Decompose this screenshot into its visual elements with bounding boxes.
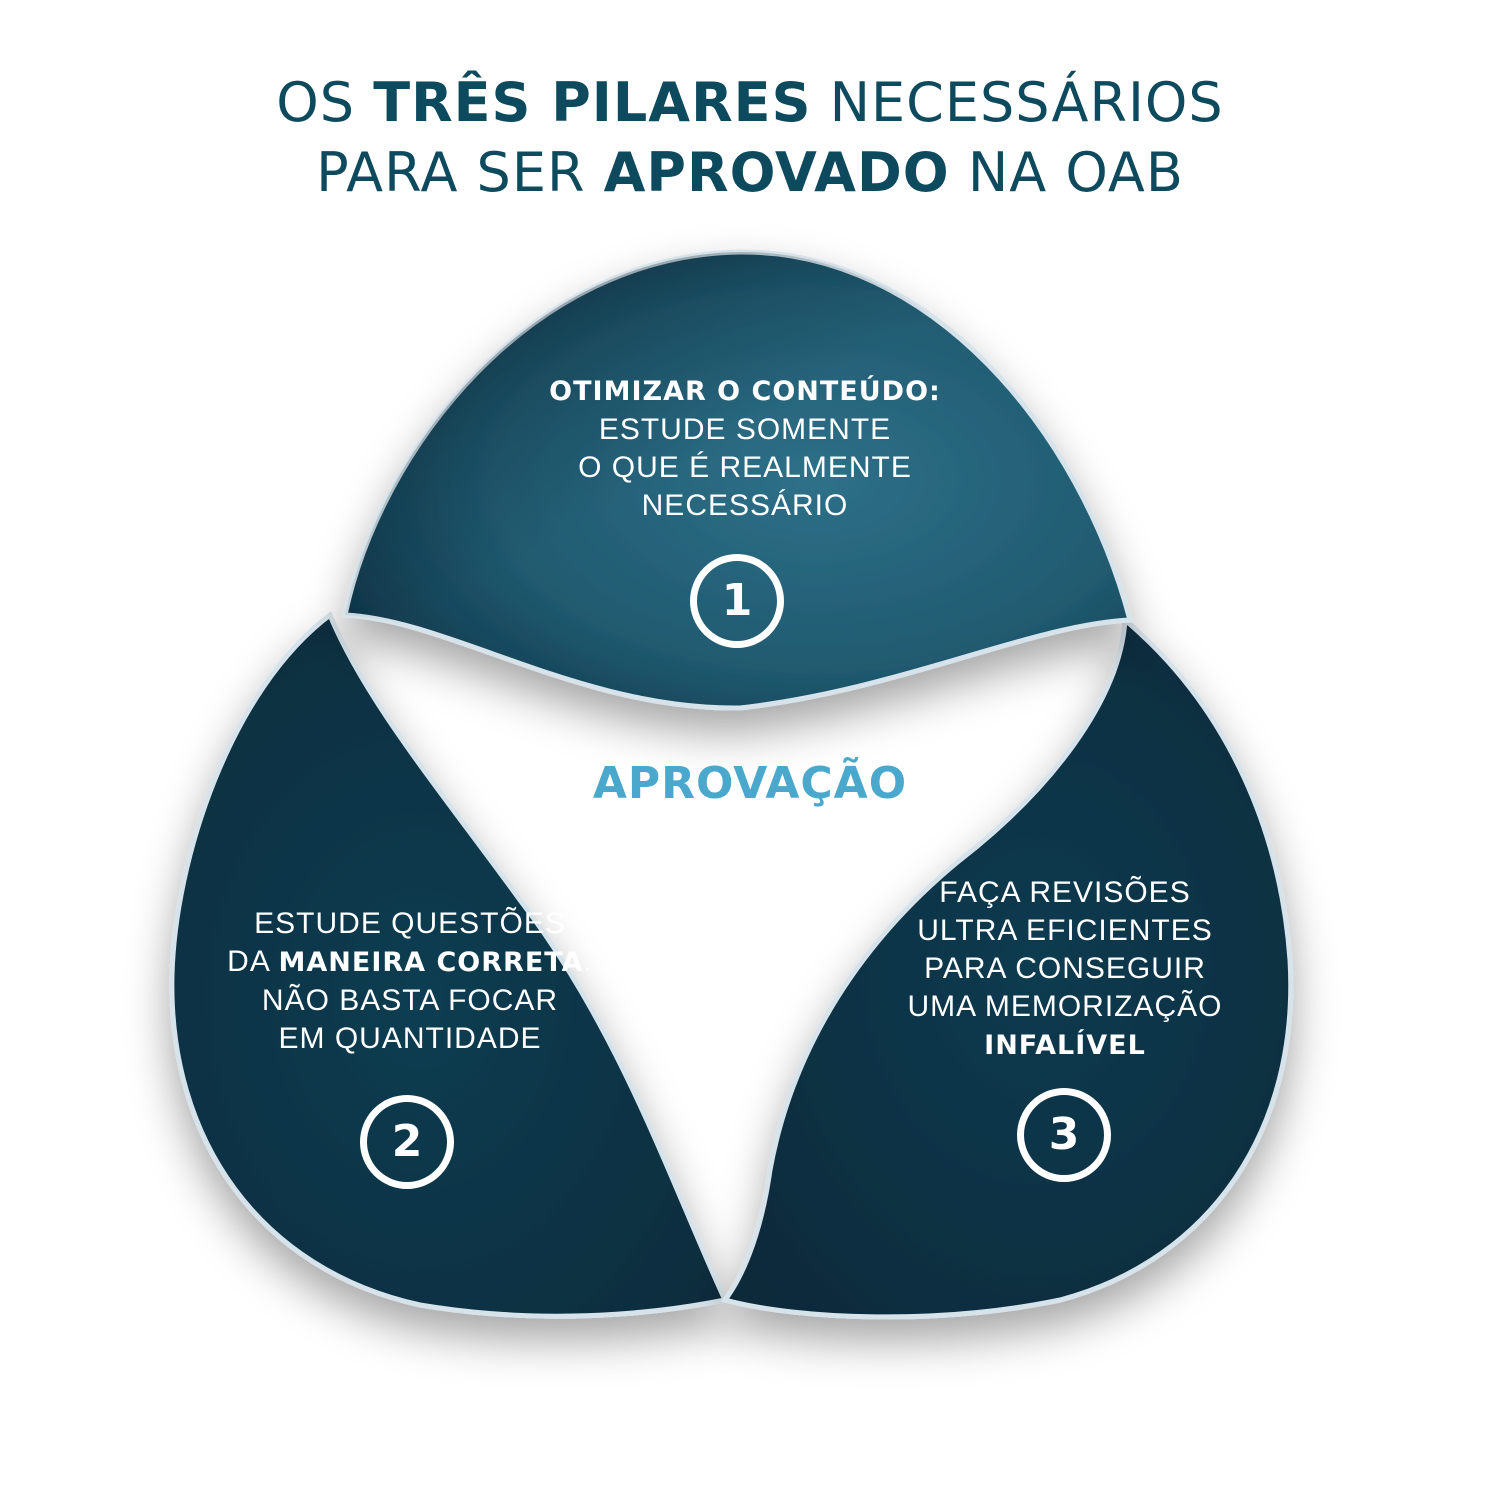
title-text: NECESSÁRIOS: [811, 71, 1224, 134]
pillar-3-shape: [720, 614, 1294, 1320]
pillar-3-bold-line: INFALÍVEL: [984, 1030, 1146, 1061]
title-line-1: OS TRÊS PILARES NECESSÁRIOS: [0, 70, 1500, 136]
pillar-2-text: ESTUDE QUESTÕES DA MANEIRA CORRETA. NÃO …: [175, 905, 645, 1058]
pillar-3-line: UMA MEMORIZAÇÃO: [907, 990, 1223, 1023]
pillar-2-line: EM QUANTIDADE: [278, 1022, 542, 1055]
pillar-2-line: DA MANEIRA CORRETA.: [227, 945, 593, 978]
title-text: OS: [276, 71, 374, 134]
pillar-1-line: NECESSÁRIO: [641, 489, 849, 522]
pillar-3-text: FAÇA REVISÕES ULTRA EFICIENTES PARA CONS…: [860, 874, 1270, 1065]
pillar-3-number: 3: [1017, 1088, 1111, 1182]
pillar-3-line: ULTRA EFICIENTES: [917, 914, 1213, 947]
pillar-2-number: 2: [360, 1095, 454, 1189]
pillar-1-line: ESTUDE SOMENTE: [598, 413, 892, 446]
pillar-3-line: FAÇA REVISÕES: [939, 876, 1191, 909]
pillar-2-line: NÃO BASTA FOCAR: [261, 984, 559, 1017]
title-emphasis: APROVADO: [603, 141, 950, 204]
pillar-2-line: ESTUDE QUESTÕES: [254, 907, 566, 940]
center-label: APROVAÇÃO: [592, 758, 908, 809]
pillar-1-text: OTIMIZAR O CONTEÚDO: ESTUDE SOMENTE O QU…: [490, 372, 1000, 525]
pillar-2-shape: [169, 611, 729, 1319]
title-line-2: PARA SER APROVADO NA OAB: [0, 140, 1500, 206]
title-emphasis: TRÊS PILARES: [373, 71, 812, 134]
pillar-3-line: PARA CONSEGUIR: [924, 952, 1206, 985]
pillar-1-number: 1: [690, 554, 784, 648]
pillar-1-heading: OTIMIZAR O CONTEÚDO:: [549, 376, 941, 407]
pillar-1-shading: [345, 251, 1130, 709]
title-text: PARA SER: [316, 141, 604, 204]
pillar-1-line: O QUE É REALMENTE: [578, 451, 912, 484]
title-text: NA OAB: [949, 141, 1184, 204]
